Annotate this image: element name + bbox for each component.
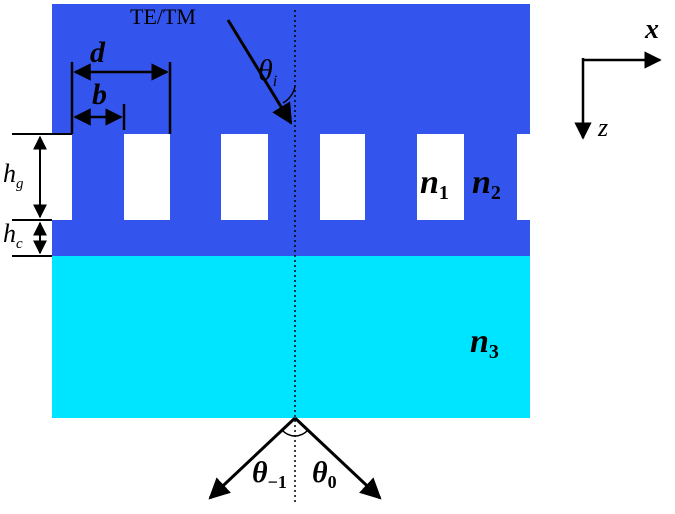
n3-label: n3	[470, 323, 499, 363]
hc-label: hc	[3, 219, 23, 252]
diffracted-ray-minus1	[208, 416, 297, 500]
theta-0-arc	[294, 429, 309, 437]
groove-4	[320, 134, 365, 220]
d-label: d	[90, 36, 106, 69]
theta-i-arc	[282, 85, 296, 104]
groove-3	[221, 134, 268, 220]
diffracted-ray-0	[293, 416, 382, 500]
theta-minus1-label: θ−1	[252, 456, 287, 492]
theta-i-label: θi	[258, 54, 277, 90]
substrate-region	[52, 256, 530, 418]
groove-1	[28, 134, 72, 220]
incident-ray	[226, 19, 293, 125]
n2-label: n2	[472, 164, 501, 204]
groove-2	[124, 134, 170, 220]
incident-label: TE/TM	[130, 4, 196, 29]
hg-label: hg	[3, 159, 24, 192]
n1-label: n1	[420, 164, 449, 204]
b-label: b	[92, 78, 107, 111]
groove-5	[417, 134, 464, 220]
groove-6	[517, 134, 531, 220]
theta-0-label: θ0	[312, 456, 337, 492]
z-axis-label: z	[597, 113, 608, 142]
theta-m1-arc	[281, 429, 296, 437]
x-axis-label: x	[644, 14, 659, 45]
